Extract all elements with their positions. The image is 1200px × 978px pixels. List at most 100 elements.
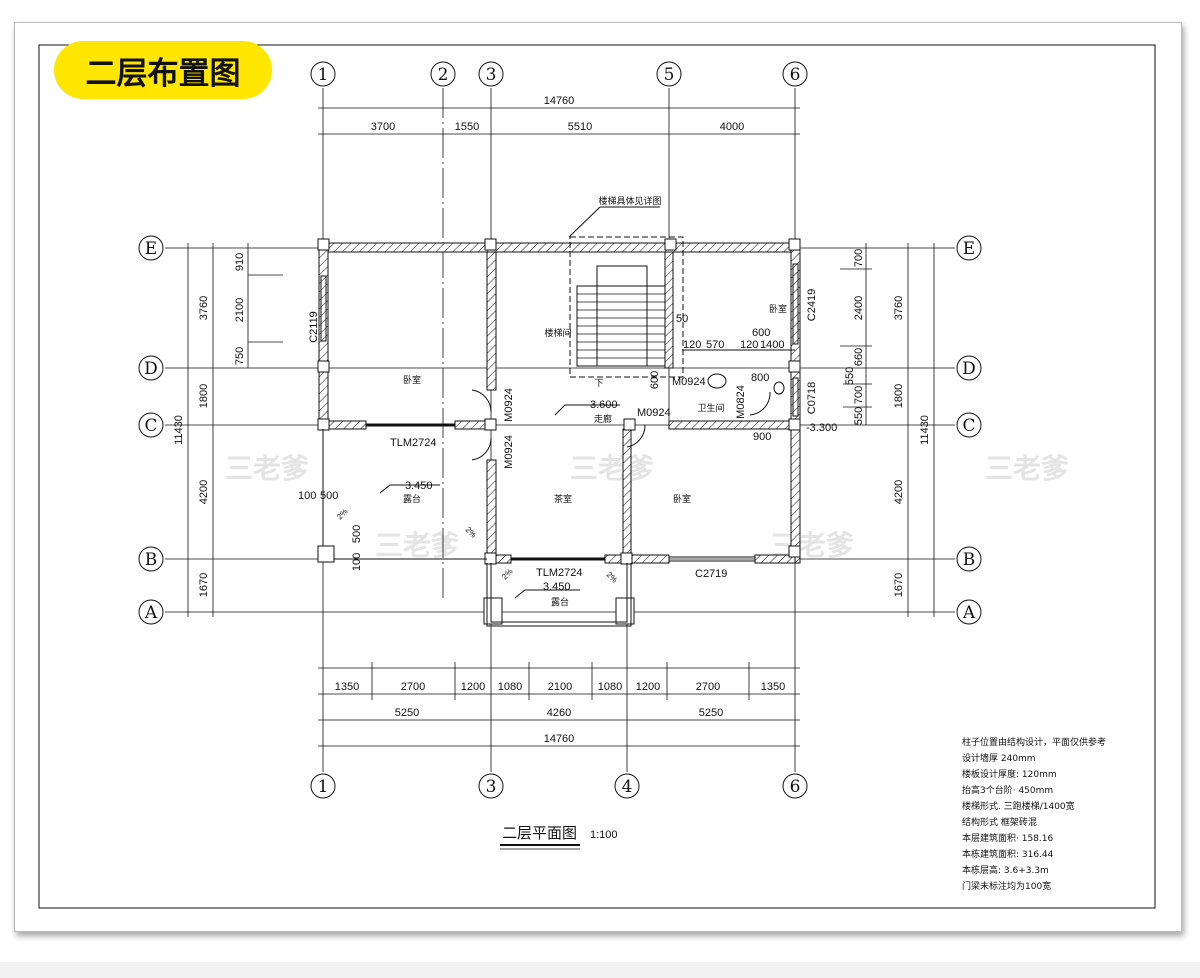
svg-text:2700: 2700 <box>401 681 425 693</box>
svg-text:2: 2 <box>438 65 449 85</box>
svg-text:3760: 3760 <box>198 296 210 320</box>
svg-text:6: 6 <box>790 777 801 797</box>
svg-text:3.600: 3.600 <box>590 399 618 411</box>
svg-text:B: B <box>963 550 976 570</box>
svg-text:卧室: 卧室 <box>673 493 691 505</box>
svg-text:2%: 2% <box>464 525 479 540</box>
svg-text:4: 4 <box>622 777 633 797</box>
svg-text:2400: 2400 <box>853 296 865 320</box>
svg-text:结构形式 框架砖混: 结构形式 框架砖混 <box>962 816 1037 828</box>
inner-border <box>38 44 1156 909</box>
svg-text:5250: 5250 <box>699 707 723 719</box>
design-notes: 柱子位置由结构设计，平面仅供参考 设计墙厚 240mm 楼板设计厚度: 120m… <box>962 736 1106 892</box>
svg-text:2100: 2100 <box>234 298 246 322</box>
svg-text:3.450: 3.450 <box>405 480 433 492</box>
drawing-title: 二层平面图 1:100 <box>500 824 618 850</box>
bottom-bar <box>0 962 1200 978</box>
svg-text:二层平面图: 二层平面图 <box>502 824 577 842</box>
svg-text:露台: 露台 <box>403 493 421 505</box>
svg-text:C2719: C2719 <box>695 568 727 580</box>
svg-text:750: 750 <box>234 347 246 365</box>
svg-text:1: 1 <box>318 65 329 85</box>
svg-text:C0718: C0718 <box>806 382 818 414</box>
svg-text:1350: 1350 <box>335 681 359 693</box>
svg-text:1200: 1200 <box>636 681 660 693</box>
svg-text:楼梯具体见详图: 楼梯具体见详图 <box>598 195 661 207</box>
svg-text:600: 600 <box>649 371 661 389</box>
wall-axis4 <box>622 428 632 560</box>
svg-text:1: 1 <box>318 777 329 797</box>
svg-text:3: 3 <box>486 65 497 85</box>
wall-north <box>318 242 800 253</box>
svg-text:11430: 11430 <box>919 415 931 445</box>
svg-text:TLM2724: TLM2724 <box>536 567 582 579</box>
dimension-lines <box>187 107 935 747</box>
svg-text:楼梯间: 楼梯间 <box>544 327 571 339</box>
svg-text:100: 100 <box>351 553 363 571</box>
svg-text:楼板设计厚度: 120mm: 楼板设计厚度: 120mm <box>962 768 1057 780</box>
svg-text:500: 500 <box>320 490 338 502</box>
svg-text:M0824: M0824 <box>735 385 747 419</box>
svg-text:14760: 14760 <box>544 733 575 745</box>
svg-text:M0924: M0924 <box>672 376 706 388</box>
wall-east <box>790 242 801 564</box>
stair-treads <box>577 293 665 359</box>
svg-text:卫生间: 卫生间 <box>697 402 724 414</box>
svg-text:E: E <box>145 239 157 259</box>
wall-axis3-lower <box>486 459 497 561</box>
axis-bubbles <box>138 61 982 799</box>
svg-text:楼梯形式. 三跑楼梯/1400宽: 楼梯形式. 三跑楼梯/1400宽 <box>962 800 1075 812</box>
svg-text:三老爹: 三老爹 <box>985 452 1069 485</box>
dimension-right: 3760 1800 4200 1670 11430 700 2400 660 5… <box>844 249 931 597</box>
svg-text:5: 5 <box>664 65 675 85</box>
svg-text:120: 120 <box>740 339 758 351</box>
wall-c-left <box>327 420 367 430</box>
watermarks: 三老爹 三老爹 三老爹 三老爹 三老爹 <box>225 452 1069 562</box>
svg-text:D: D <box>144 359 158 379</box>
svg-text:1800: 1800 <box>198 384 210 408</box>
svg-text:800: 800 <box>751 372 769 384</box>
wall-bath <box>668 420 792 430</box>
svg-text:3.450: 3.450 <box>543 581 571 593</box>
svg-text:700: 700 <box>853 249 865 267</box>
svg-text:660: 660 <box>853 348 865 366</box>
svg-text:3700: 3700 <box>371 121 395 133</box>
svg-text:C2119: C2119 <box>308 311 320 343</box>
svg-text:14760: 14760 <box>544 95 575 107</box>
svg-text:3760: 3760 <box>893 296 905 320</box>
svg-text:1200: 1200 <box>461 681 485 693</box>
svg-text:4200: 4200 <box>893 480 905 504</box>
wall-stair-east <box>664 251 674 369</box>
svg-text:2%: 2% <box>335 507 350 522</box>
svg-text:设计墙厚 240mm: 设计墙厚 240mm <box>962 752 1036 764</box>
svg-text:抬高3个台阶· 450mm: 抬高3个台阶· 450mm <box>962 784 1053 796</box>
svg-text:三老爹: 三老爹 <box>225 452 309 485</box>
svg-text:A: A <box>144 603 158 623</box>
svg-text:500: 500 <box>351 525 363 543</box>
svg-text:700: 700 <box>853 386 865 404</box>
fixtures <box>320 206 799 627</box>
svg-text:50: 50 <box>676 313 688 325</box>
svg-text:100: 100 <box>298 490 316 502</box>
svg-text:C: C <box>962 416 975 436</box>
svg-text:1670: 1670 <box>893 573 905 597</box>
svg-text:E: E <box>963 239 975 259</box>
svg-text:550: 550 <box>844 367 856 385</box>
svg-text:走廊: 走廊 <box>594 413 612 425</box>
svg-text:卧室: 卧室 <box>403 374 421 386</box>
svg-text:-3.300: -3.300 <box>806 422 837 434</box>
svg-text:D: D <box>962 359 976 379</box>
title-badge: 二层布置图 <box>54 41 272 99</box>
svg-text:三老爹: 三老爹 <box>570 452 654 485</box>
svg-text:4200: 4200 <box>198 480 210 504</box>
svg-text:2%: 2% <box>500 567 515 582</box>
svg-text:2700: 2700 <box>696 681 720 693</box>
svg-text:卧室: 卧室 <box>769 303 787 315</box>
svg-text:550: 550 <box>853 407 865 425</box>
svg-text:1080: 1080 <box>498 681 522 693</box>
svg-text:6: 6 <box>790 65 801 85</box>
svg-text:900: 900 <box>753 431 771 443</box>
